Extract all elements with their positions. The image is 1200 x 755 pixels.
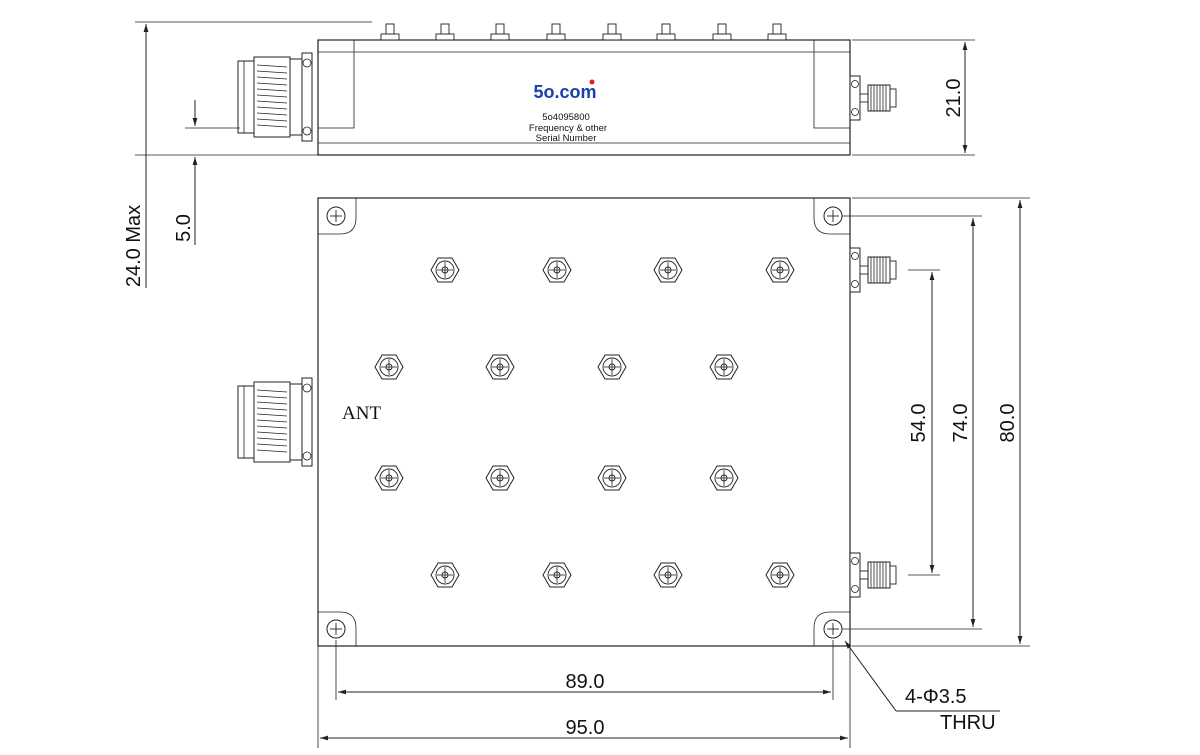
ant-label: ANT	[342, 403, 381, 424]
dim-side-height: 21.0	[943, 79, 965, 118]
dim-body-height: 80.0	[997, 404, 1019, 443]
dim-hole-spacing-vertical: 74.0	[950, 404, 972, 443]
dim-overall-height: 24.0 Max	[123, 205, 145, 287]
dim-hole-spacing-horizontal: 89.0	[566, 671, 605, 693]
side-view: 5o.com 5o4095800 Frequency & other Seria…	[123, 21, 975, 288]
dim-body-width: 95.0	[566, 717, 605, 739]
part-number: 5o4095800	[542, 112, 590, 123]
top-view-body	[317, 197, 851, 647]
sma-connector-side	[849, 75, 897, 121]
dim-connector-offset: 5.0	[173, 214, 195, 242]
ant-connector-top	[237, 377, 313, 467]
logo: 5o.com	[533, 79, 597, 102]
dim-port-spacing: 54.0	[908, 404, 930, 443]
mounting-hole-icon	[326, 206, 346, 226]
mounting-hole-icon	[823, 206, 843, 226]
ant-connector-side	[237, 52, 313, 142]
callout-thru: THRU	[940, 712, 996, 734]
top-view: ANT 54.0 74.0 80.0 89.0 95.0 4-Φ3.5 THRU	[237, 197, 1030, 748]
side-view-body	[317, 39, 851, 156]
logo-dot-icon	[589, 79, 595, 85]
callout-hole-size: 4-Φ3.5	[905, 686, 967, 708]
sma-connector-lower	[849, 552, 897, 598]
tuning-studs	[377, 23, 790, 41]
logo-text: 5o.com	[533, 82, 596, 102]
label-line-2: Frequency & other	[529, 123, 607, 134]
label-line-3: Serial Number	[536, 133, 597, 144]
mounting-hole-icon	[823, 619, 843, 639]
mounting-hole-icon	[326, 619, 346, 639]
sma-connector-upper	[849, 247, 897, 293]
